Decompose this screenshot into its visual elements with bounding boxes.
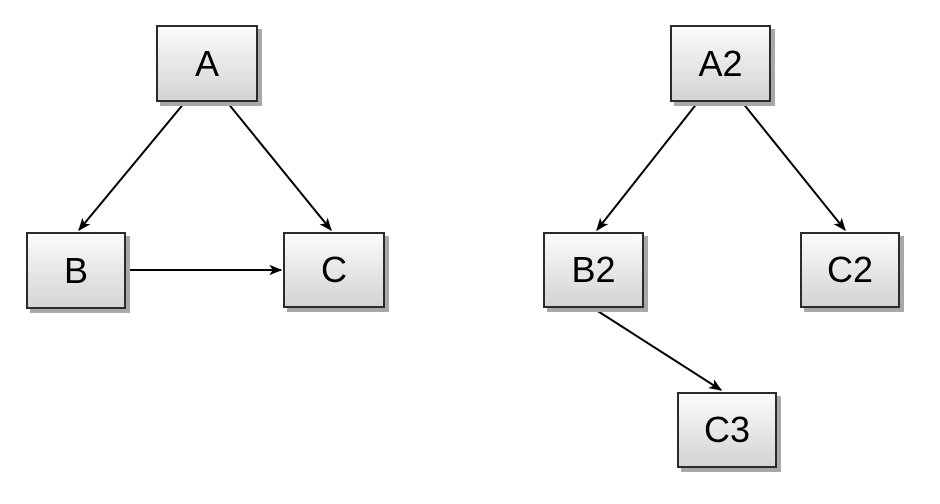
node-label: A <box>194 42 219 84</box>
node-label: A2 <box>698 42 743 84</box>
node-label: C3 <box>703 409 751 450</box>
node-B2[interactable]: B2 <box>543 232 644 308</box>
node-label: B2 <box>571 249 616 290</box>
node-C2[interactable]: C2 <box>800 232 900 308</box>
node-label: C2 <box>826 249 874 290</box>
node-label: B <box>63 249 88 291</box>
node-B[interactable]: B <box>26 232 126 309</box>
node-C[interactable]: C <box>283 232 385 308</box>
node-A[interactable]: A <box>156 25 258 102</box>
node-label: C <box>321 249 347 290</box>
node-C3[interactable]: C3 <box>677 392 777 468</box>
node-A2[interactable]: A2 <box>670 25 771 102</box>
